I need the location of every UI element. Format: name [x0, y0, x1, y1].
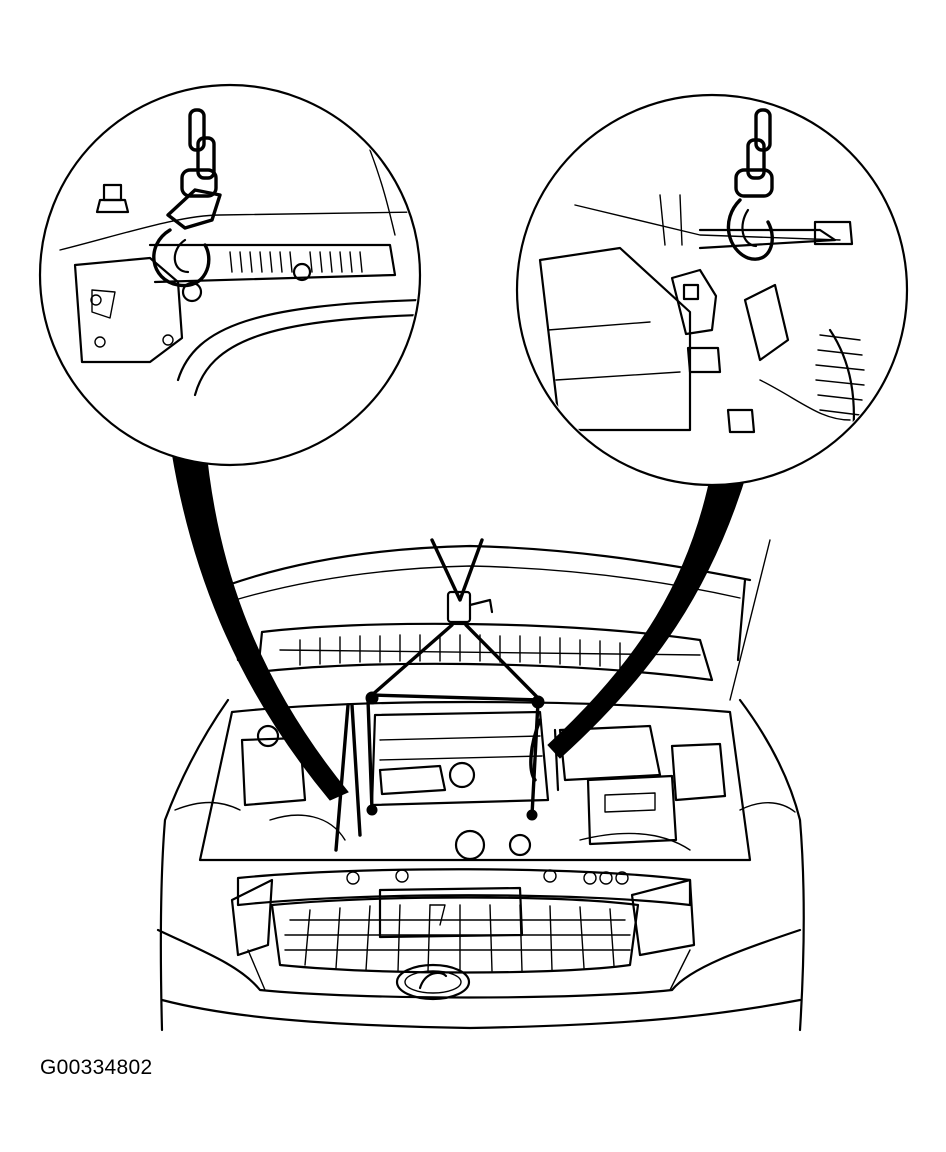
vehicle-front-view	[156, 538, 805, 1032]
figure-id-label: G00334802	[40, 1056, 153, 1079]
left-detail-view	[38, 83, 422, 467]
left-callout-leader	[171, 439, 349, 801]
right-callout-leader	[547, 467, 749, 759]
right-detail-view	[515, 93, 909, 487]
